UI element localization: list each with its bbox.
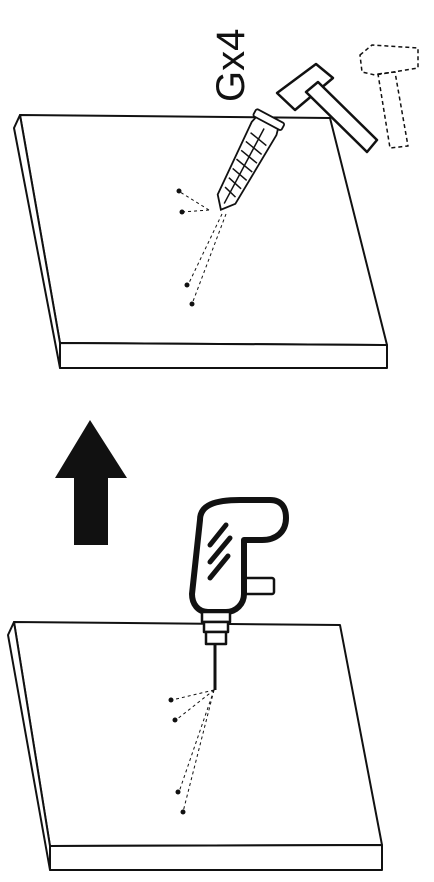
drill-hole (179, 209, 185, 215)
hammer-handle (304, 80, 379, 154)
drill-hole (168, 697, 174, 703)
drill-hole (184, 282, 190, 288)
arrow-up-icon (55, 420, 127, 545)
drill-holes-top (176, 188, 227, 307)
step-top: Gx4 (13, 29, 419, 369)
drill-hole (172, 717, 178, 723)
quantity-label: Gx4 (209, 29, 253, 102)
drill-holes-bottom (168, 689, 215, 815)
hammer-head (275, 62, 335, 112)
drill-chuck (200, 610, 232, 624)
step-bottom (7, 497, 383, 871)
hammer-ghost (359, 44, 419, 149)
hammer (275, 62, 379, 154)
drill-grip (207, 522, 233, 581)
board-bottom (7, 621, 383, 871)
board-bottom-face (13, 621, 383, 847)
board-top (13, 114, 388, 369)
board-top-side-edge (13, 114, 61, 369)
board-top-face (19, 114, 388, 346)
step-arrow-up (55, 420, 127, 545)
board-top-front-edge (59, 342, 388, 369)
anchor-plug (216, 108, 285, 211)
drill-hole (189, 301, 195, 307)
drill-hole (175, 789, 181, 795)
board-bottom-side-edge (7, 621, 51, 871)
drill-hole (180, 809, 186, 815)
board-bottom-front-edge (49, 844, 383, 871)
drill-hole (176, 188, 182, 194)
drill (189, 497, 289, 690)
